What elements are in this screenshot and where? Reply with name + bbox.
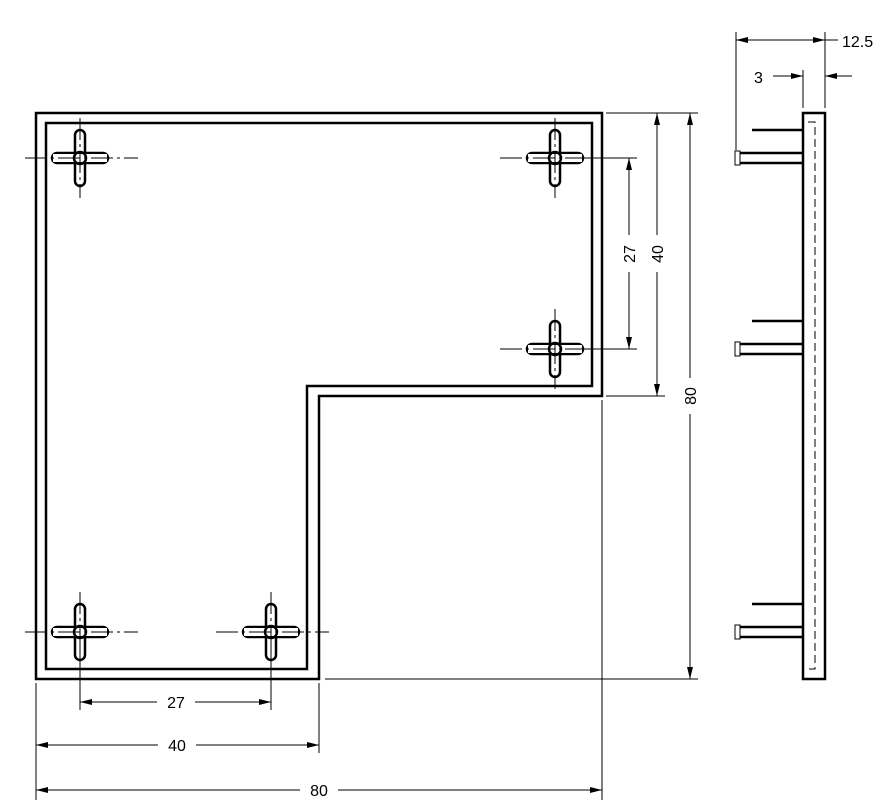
side-view-peg [734, 319, 803, 357]
dimension-hole-spacing-horizontal: 27 [79, 642, 272, 712]
dim-label: 27 [622, 245, 639, 263]
dim-label: 12.5 [842, 34, 873, 51]
dim-label: 40 [650, 245, 667, 263]
dimension-hole-spacing-vertical: 27 [565, 157, 639, 350]
side-view-hidden-line [808, 121, 816, 670]
plate-inner-outline [44, 121, 594, 671]
side-view-plate [801, 111, 827, 681]
dim-label: 40 [168, 738, 186, 755]
dimension-step-height: 40 [606, 112, 667, 397]
plate-outer-outline [34, 111, 604, 681]
dimension-total-width: 80 [36, 400, 603, 800]
dimension-side-total-depth: 12.5 [735, 32, 873, 150]
dimension-plate-thickness: 3 [754, 70, 852, 108]
dimension-step-width: 40 [35, 683, 320, 800]
dim-label: 80 [683, 387, 700, 405]
dim-label: 80 [310, 783, 328, 800]
side-view-peg [734, 602, 803, 640]
cross-slot-hole [216, 592, 329, 672]
dim-label: 27 [167, 695, 185, 712]
cross-slot-hole [25, 118, 138, 198]
dim-label: 3 [754, 70, 763, 87]
dimension-total-height: 80 [325, 112, 700, 680]
cross-slot-hole [25, 592, 138, 672]
side-view-peg [734, 128, 803, 166]
